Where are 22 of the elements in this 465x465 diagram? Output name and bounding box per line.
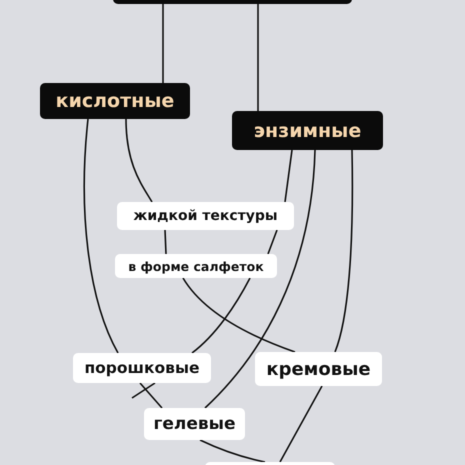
connector-line xyxy=(192,278,251,354)
category-box: кислотные xyxy=(40,83,190,119)
connector-line xyxy=(284,150,293,202)
category-box: порошковые xyxy=(73,353,211,383)
connector-line xyxy=(200,439,266,463)
connector-line xyxy=(164,230,167,254)
category-box: энзимные xyxy=(232,111,383,150)
connector-line xyxy=(182,278,296,353)
connector-line xyxy=(132,382,156,399)
connector-line xyxy=(257,4,259,111)
connector-line xyxy=(83,118,119,354)
connector-line xyxy=(279,386,323,462)
category-box: гелевые xyxy=(144,408,245,440)
connector-line xyxy=(162,4,164,83)
connector-line xyxy=(125,118,153,202)
connector-line xyxy=(204,150,316,409)
category-box: кремовые xyxy=(255,352,382,386)
connector-line xyxy=(139,382,163,409)
category-box: жидкой текстуры xyxy=(117,202,294,230)
category-box: в форме салфеток xyxy=(115,254,277,278)
connector-line xyxy=(334,150,354,352)
connector-line xyxy=(267,230,278,254)
